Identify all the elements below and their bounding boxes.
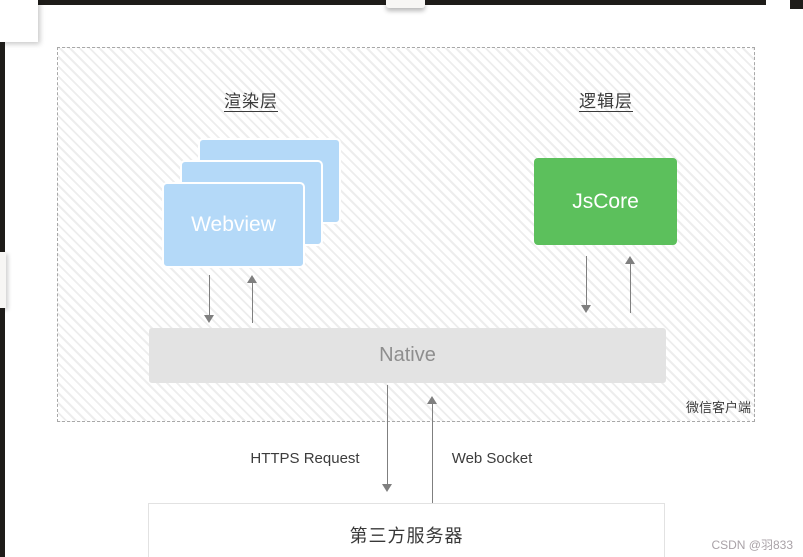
frame-left-strip-top bbox=[0, 42, 5, 252]
frame-top-bar-left bbox=[38, 0, 386, 5]
frame-top-bar-corner bbox=[790, 0, 803, 9]
frame-top-notch bbox=[386, 0, 425, 8]
websocket-label: Web Socket bbox=[451, 450, 533, 467]
watermark: CSDN @羽833 bbox=[711, 538, 793, 552]
frame-left-strip-bottom bbox=[0, 308, 5, 557]
websocket-up-arrow-icon bbox=[427, 396, 438, 503]
native-label: Native bbox=[379, 344, 436, 366]
https-request-down-arrow-icon bbox=[382, 385, 393, 492]
jscore-to-native-down-arrow-icon bbox=[581, 256, 592, 313]
webview-label: Webview bbox=[191, 213, 276, 236]
native-bar: Native bbox=[149, 328, 666, 383]
native-to-webview-up-arrow-icon bbox=[247, 275, 258, 323]
frame-top-bar-right bbox=[425, 0, 766, 5]
https-request-label: HTTPS Request bbox=[250, 450, 360, 467]
frame-top-left-corner bbox=[0, 0, 38, 42]
wechat-client-label: 微信客户端 bbox=[685, 400, 751, 415]
jscore-box: JsCore bbox=[534, 158, 677, 245]
jscore-label: JsCore bbox=[572, 189, 639, 213]
native-to-jscore-up-arrow-icon bbox=[625, 256, 636, 313]
wechat-client-box: 渲染层 逻辑层 Webview JsCore Na bbox=[57, 47, 755, 422]
third-party-server-label: 第三方服务器 bbox=[349, 526, 464, 546]
webview-card-front: Webview bbox=[162, 182, 305, 268]
render-layer-title: 渲染层 bbox=[224, 92, 278, 111]
third-party-server-box: 第三方服务器 bbox=[148, 503, 665, 557]
frame-left-notch bbox=[0, 252, 6, 308]
webview-to-native-down-arrow-icon bbox=[204, 275, 215, 323]
logic-layer-title: 逻辑层 bbox=[579, 92, 633, 111]
